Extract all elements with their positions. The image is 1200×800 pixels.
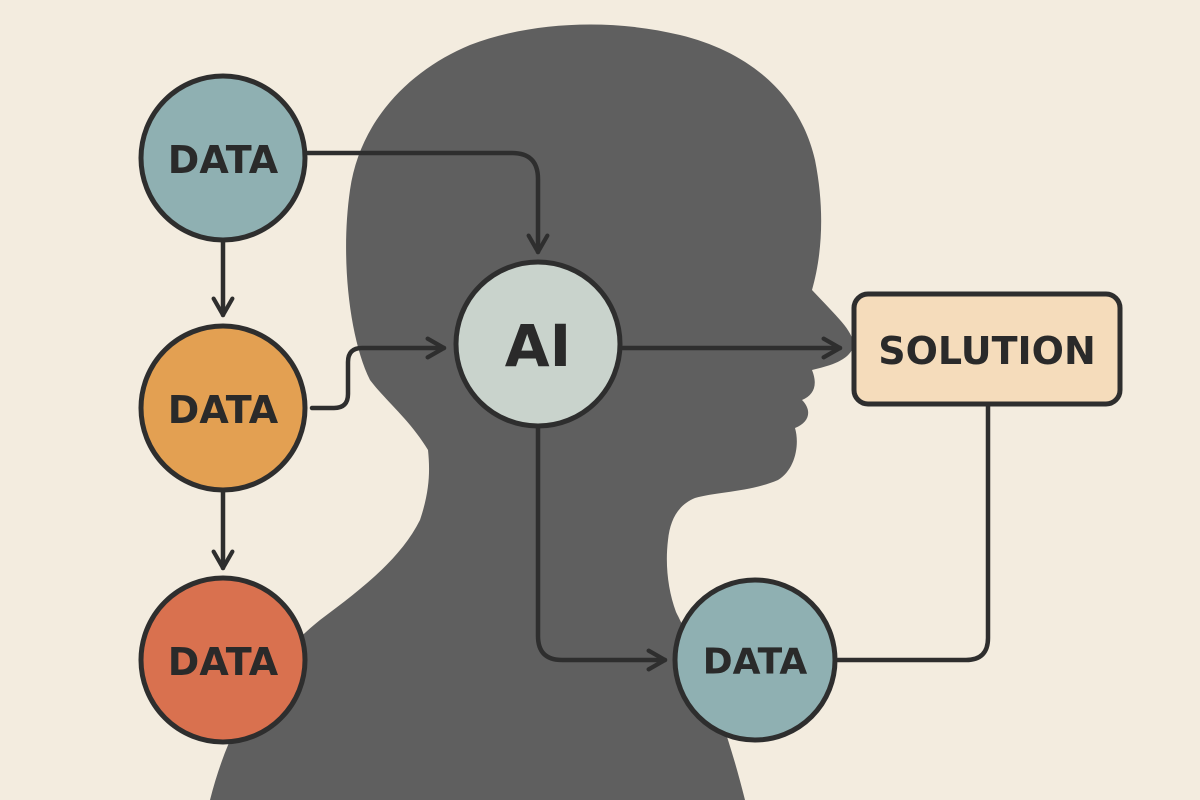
node-data-bottom-left-circle (138, 575, 308, 745)
node-data-top-left-label: DATA (168, 138, 279, 182)
node-data-middle-left-circle (138, 323, 308, 493)
node-data-middle-left-label: DATA (168, 388, 279, 432)
node-data-top-left-circle (138, 73, 308, 243)
edge-data-top-left-to-ai (305, 150, 550, 255)
node-data-bottom-right-label: DATA (703, 642, 808, 683)
node-data-bottom-right-circle (672, 577, 838, 743)
edges (211, 150, 991, 672)
node-solution-label: SOLUTION (878, 329, 1096, 373)
node-solution-box (851, 291, 1123, 407)
node-ai-center-circle (453, 259, 623, 429)
node-data-top-left: DATA (138, 73, 308, 243)
edge-solution-to-data-bottom-right (835, 402, 991, 663)
node-ai-center-label: AI (505, 312, 571, 380)
node-ai-center: AI (453, 259, 623, 429)
node-solution: SOLUTION (851, 291, 1123, 407)
edge-data-middle-left-to-ai (309, 336, 447, 411)
node-data-middle-left: DATA (138, 323, 308, 493)
node-data-bottom-left-label: DATA (168, 640, 279, 684)
edge-ai-to-data-bottom-right (535, 423, 668, 672)
node-data-bottom-right: DATA (672, 577, 838, 743)
node-data-bottom-left: DATA (138, 575, 308, 745)
